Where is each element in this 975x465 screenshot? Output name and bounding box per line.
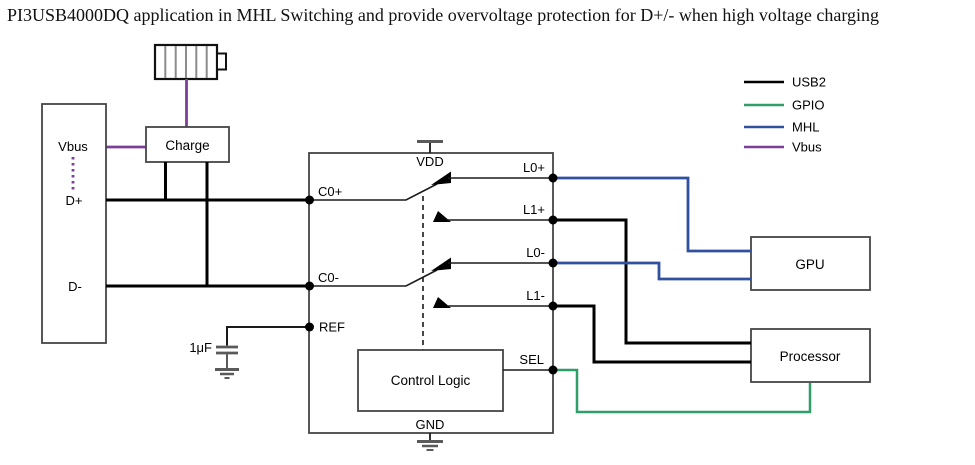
switch-pole-c0-minus	[309, 269, 438, 287]
charge-block	[145, 126, 230, 163]
wire-l0-plus-to-gpu	[553, 176, 751, 253]
pin-dot-l1-minus	[548, 301, 558, 311]
ic-switch-network	[309, 171, 553, 350]
switch-pole-c0-plus	[309, 183, 438, 201]
legend: USB2 GPIO MHL Vbus	[744, 75, 826, 155]
ref-capacitor: 1μF	[189, 326, 309, 379]
pin-label-l1-minus: L1-	[526, 288, 545, 303]
pin-label-l1-plus: L1+	[523, 202, 545, 217]
pin-dot-l0-plus	[548, 173, 558, 183]
legend-label-usb2: USB2	[792, 75, 826, 90]
pin-label-c0-plus: C0+	[318, 184, 342, 199]
pin-dot-l1-plus	[548, 215, 558, 225]
pin-dot-c0-minus	[305, 281, 314, 291]
capacitor-value-label: 1μF	[189, 340, 212, 355]
pin-dot-c0-plus	[305, 195, 314, 205]
usb-connector-block	[41, 103, 107, 344]
ic-pin-dots	[305, 173, 558, 375]
wire-l1-minus-to-processor	[553, 304, 751, 364]
pin-dot-sel	[548, 365, 558, 375]
vdd-symbol	[417, 140, 443, 153]
gnd-symbol	[417, 433, 443, 451]
control-logic-label: Control Logic	[391, 373, 471, 388]
pin-dot-l0-minus	[548, 258, 558, 268]
charge-label: Charge	[165, 138, 209, 153]
pin-label-gnd: GND	[416, 417, 445, 432]
legend-label-mhl: MHL	[792, 120, 819, 135]
battery-cell-dividers	[164, 46, 208, 78]
pin-label-ref: REF	[319, 320, 345, 335]
pin-label-d-minus: D-	[68, 279, 82, 294]
wire-ref-to-capacitor	[226, 326, 309, 346]
pin-dot-ref	[305, 322, 314, 332]
pin-label-vdd: VDD	[416, 154, 443, 169]
gpu-block	[750, 236, 871, 291]
switch-arrow-l1-minus-icon	[433, 297, 451, 308]
pin-label-vbus: Vbus	[58, 139, 88, 154]
page-title: PI3USB4000DQ application in MHL Switchin…	[7, 5, 879, 25]
processor-label: Processor	[780, 349, 841, 364]
battery-icon	[153, 43, 227, 81]
control-logic-block	[357, 349, 504, 412]
switch-arrow-l0-minus-icon	[431, 257, 451, 271]
pin-label-sel: SEL	[519, 352, 544, 367]
wire-sel-to-processor	[553, 368, 812, 414]
gpu-label: GPU	[795, 257, 824, 272]
wire-l0-minus-to-gpu	[553, 261, 751, 281]
legend-label-vbus: Vbus	[792, 140, 822, 155]
pin-label-l0-minus: L0-	[526, 245, 545, 260]
pin-label-c0-minus: C0-	[318, 270, 339, 285]
switch-arrow-l1-plus-icon	[433, 211, 451, 222]
wire-l1-plus-to-processor	[553, 218, 751, 345]
legend-label-gpio: GPIO	[792, 98, 825, 113]
processor-block	[750, 328, 871, 383]
switch-arrow-l0-plus-icon	[431, 171, 451, 185]
capacitor-gnd-symbol	[215, 368, 239, 379]
pin-label-l0-plus: L0+	[523, 160, 545, 175]
battery-terminal	[216, 52, 227, 71]
pin-label-d-plus: D+	[66, 193, 83, 208]
